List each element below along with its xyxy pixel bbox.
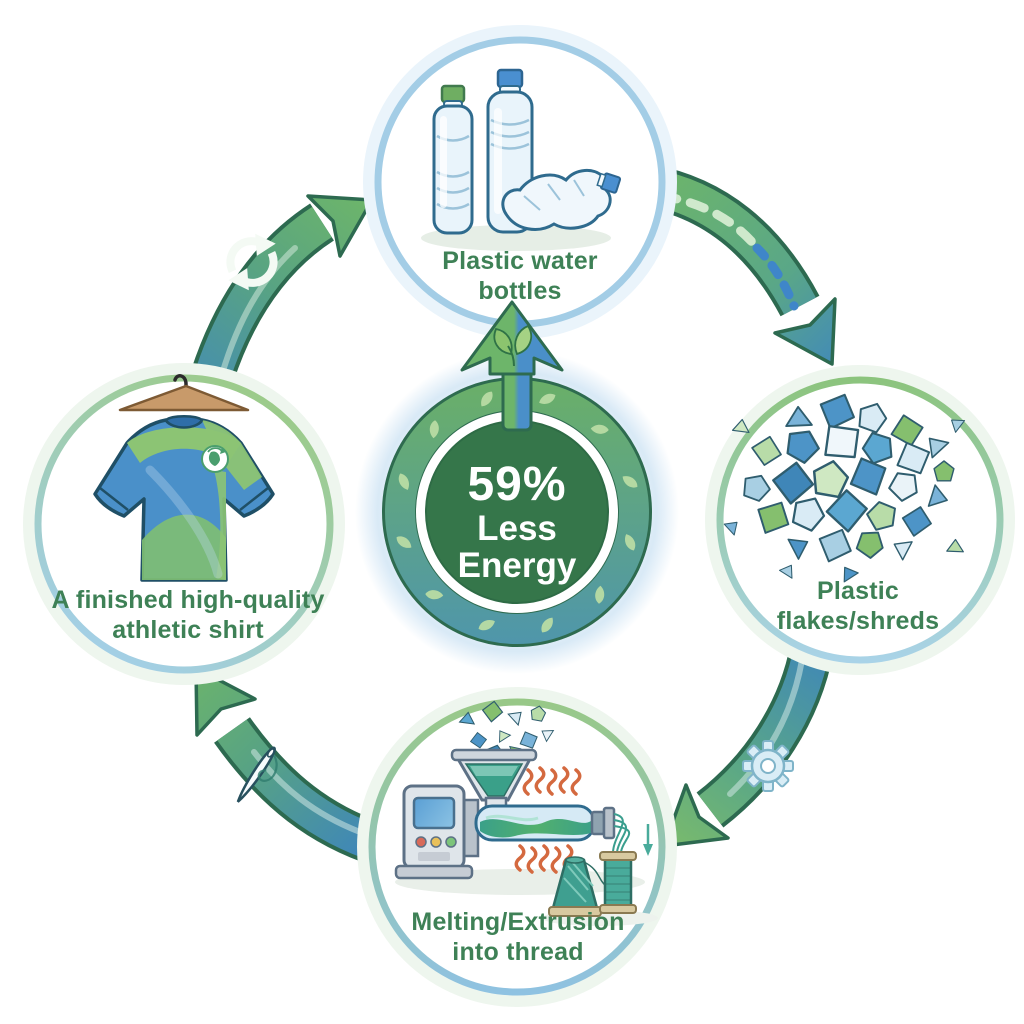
energy-saving-value: 59%	[467, 458, 567, 511]
label-bottles-line2: bottles	[478, 276, 562, 305]
center-badge-text: 59% Less Energy	[457, 458, 577, 586]
upright-bottle-green-cap	[432, 84, 474, 235]
extrusion-machine-illustration	[394, 699, 658, 926]
label-shirt-line2: athletic shirt	[112, 615, 264, 644]
label-flakes: Plastic flakes/shreds	[777, 577, 939, 636]
center-up-arrow	[460, 300, 564, 432]
label-extrusion-line2: into thread	[452, 937, 584, 966]
label-shirt-line1: A finished high-quality	[51, 586, 325, 614]
label-extrusion-line1: Melting/Extrusion	[411, 908, 625, 936]
energy-saving-line1: Less	[477, 508, 557, 548]
arrow-bottles-to-flakes	[643, 164, 837, 366]
center-badge-assembly	[355, 300, 679, 674]
label-shirt: A finished high-quality athletic shirt	[51, 586, 324, 645]
control-unit	[394, 784, 480, 880]
shirt-recycle-logo	[201, 445, 229, 473]
label-extrusion: Melting/Extrusion into thread	[411, 908, 624, 967]
shirt-illustration	[93, 374, 275, 582]
label-flakes-line1: Plastic	[816, 577, 900, 605]
crushed-bottle	[501, 169, 622, 231]
label-bottles-line1: Plastic water	[442, 247, 598, 275]
athletic-shirt	[93, 415, 275, 582]
needle-icon	[236, 746, 278, 803]
energy-saving-line2: Energy	[457, 546, 577, 586]
hanger	[118, 374, 250, 412]
machine-screen	[412, 796, 456, 830]
gear-icon	[742, 740, 794, 792]
recycle-icon	[226, 233, 278, 291]
extruder-barrel	[474, 804, 616, 842]
thread-cone-spool	[548, 856, 607, 917]
arrow-extrusion-to-shirt	[194, 666, 388, 866]
label-bottles: Plastic water bottles	[442, 247, 597, 306]
extruded-threads	[612, 813, 653, 856]
thread-bobbin	[599, 851, 637, 914]
arrow-flakes-to-extrusion	[662, 643, 834, 848]
leaf-sprout-icon	[493, 324, 532, 367]
label-flakes-line2: flakes/shreds	[776, 606, 940, 635]
bottles-illustration	[421, 68, 622, 251]
